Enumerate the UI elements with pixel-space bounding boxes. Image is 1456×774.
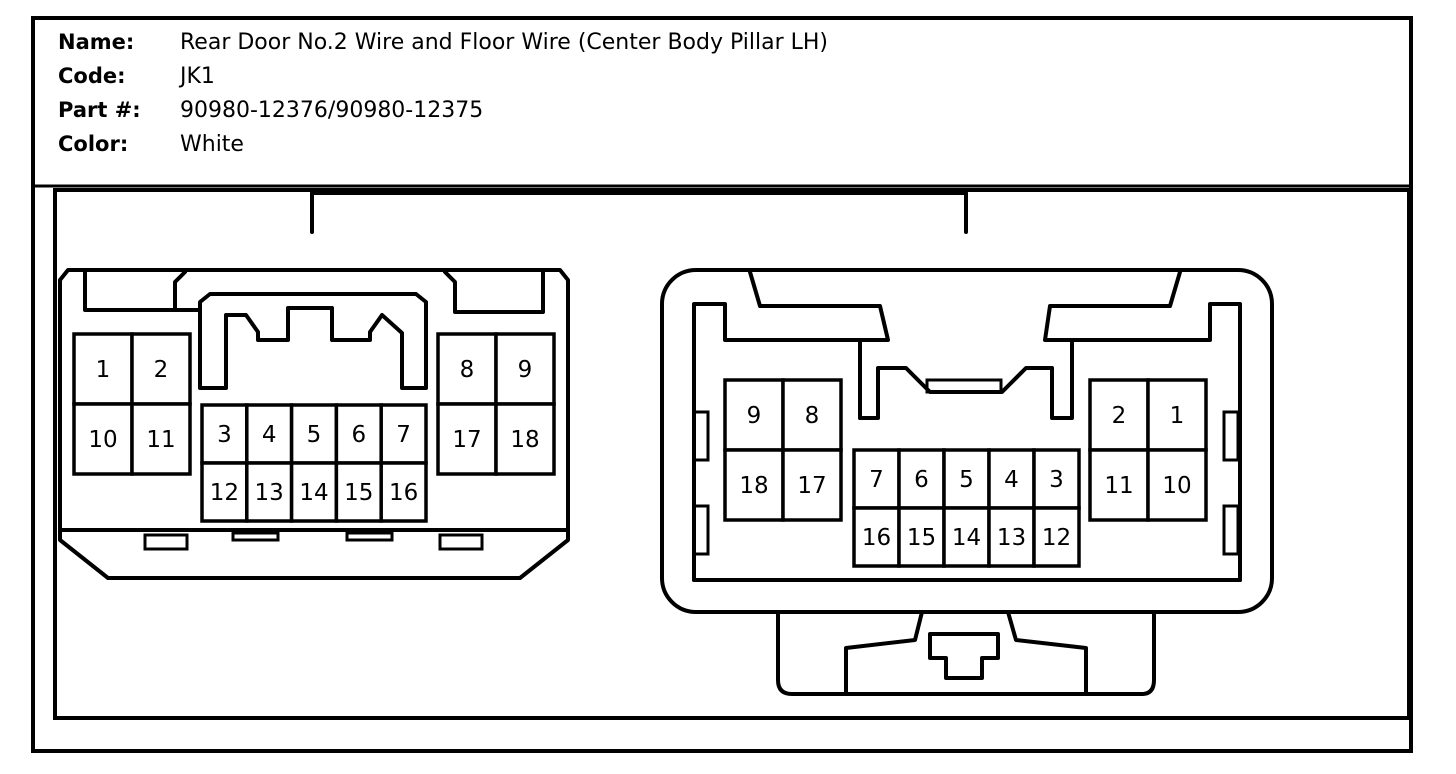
left-base-tab-2	[231, 531, 280, 542]
pin-cell	[379, 461, 428, 523]
pin-number-label: 5	[959, 467, 974, 493]
pin-cell	[130, 332, 192, 406]
part-number-value: 90980-12376/90980-12375	[180, 98, 483, 123]
pin-number-label: 1	[1170, 403, 1185, 429]
name-label: Name:	[58, 30, 134, 54]
pin-cell	[781, 378, 843, 452]
pin-number-label: 6	[351, 422, 366, 448]
color-label: Color:	[58, 132, 128, 156]
left-base-tab-4	[438, 533, 484, 551]
pin-cell	[334, 403, 383, 465]
pin-number-label: 10	[1162, 473, 1191, 499]
right-lower-tab-inner	[844, 610, 1088, 696]
left-base-tab-1	[143, 533, 189, 551]
left-connector-housing	[58, 268, 570, 580]
pin-number-label: 16	[389, 480, 418, 506]
pin-cell	[1146, 378, 1208, 452]
pin-number-label: 2	[154, 357, 169, 383]
right-key-slot	[925, 378, 1003, 394]
name-value: Rear Door No.2 Wire and Floor Wire (Cent…	[180, 30, 828, 55]
pin-cell	[852, 506, 901, 568]
pin-number-label: 3	[217, 422, 232, 448]
pin-number-label: 2	[1112, 403, 1127, 429]
right-side-rib-2	[692, 504, 710, 556]
pin-number-label: 1	[96, 357, 111, 383]
pin-cell	[852, 448, 901, 510]
pin-number-label: 15	[907, 525, 936, 551]
pin-cell	[1032, 506, 1081, 568]
pin-cell	[1032, 448, 1081, 510]
right-housing-inner-right	[1043, 270, 1242, 582]
pin-number-label: 7	[396, 422, 411, 448]
pin-cell	[897, 506, 946, 568]
pin-number-label: 8	[805, 403, 820, 429]
pin-number-label: 16	[862, 525, 891, 551]
pin-number-label: 18	[739, 473, 768, 499]
right-connector-housing	[660, 268, 1274, 614]
right-lower-tab	[776, 610, 1156, 696]
pin-number-label: 17	[797, 473, 826, 499]
pin-number-label: 9	[518, 357, 533, 383]
pin-cell	[1146, 448, 1208, 522]
pin-cell	[245, 461, 294, 523]
pin-number-label: 10	[88, 427, 117, 453]
pin-number-label: 5	[307, 422, 322, 448]
left-base-tab-3	[345, 531, 394, 542]
pin-number-label: 13	[255, 480, 284, 506]
pin-cell	[494, 402, 556, 476]
pin-cell	[289, 461, 339, 523]
pin-number-label: 11	[146, 427, 175, 453]
pin-number-label: 7	[869, 467, 884, 493]
pin-number-label: 4	[1004, 467, 1019, 493]
pin-number-label: 9	[747, 403, 762, 429]
pin-number-label: 18	[510, 427, 539, 453]
info-header: Name: Rear Door No.2 Wire and Floor Wire…	[58, 30, 828, 157]
pin-cell	[942, 506, 991, 568]
left-connector-latch	[198, 292, 428, 390]
right-side-rib-4	[1222, 504, 1240, 556]
left-housing-ledge-left	[83, 268, 187, 312]
pin-number-label: 14	[299, 480, 328, 506]
pin-number-label: 4	[262, 422, 277, 448]
pin-cell	[72, 402, 134, 476]
pin-cell	[200, 461, 249, 523]
pin-number-label: 3	[1049, 467, 1064, 493]
pin-number-label: 13	[997, 525, 1026, 551]
pin-number-label: 12	[1042, 525, 1071, 551]
pin-cell	[723, 448, 785, 522]
pin-cell	[987, 448, 1036, 510]
pin-cell	[436, 402, 498, 476]
color-value: White	[180, 132, 244, 157]
pairing-bracket	[310, 191, 968, 234]
pin-cell	[1088, 448, 1150, 522]
left-housing-ledge-right	[443, 268, 545, 314]
pin-cell	[130, 402, 192, 476]
pin-number-label: 12	[210, 480, 239, 506]
pin-number-label: 15	[344, 480, 373, 506]
pin-number-label: 17	[452, 427, 481, 453]
right-lower-latch	[928, 632, 1000, 680]
pin-cell	[781, 448, 843, 522]
right-housing-inner-left	[692, 270, 890, 582]
pin-number-label: 6	[914, 467, 929, 493]
pin-number-label: 8	[460, 357, 475, 383]
right-side-rib-3	[1222, 410, 1240, 462]
code-value: JK1	[178, 64, 215, 89]
part-number-label: Part #:	[58, 98, 141, 122]
pin-number-label: 11	[1104, 473, 1133, 499]
pin-number-label: 14	[952, 525, 981, 551]
code-label: Code:	[58, 64, 126, 88]
right-side-rib-1	[692, 410, 710, 462]
